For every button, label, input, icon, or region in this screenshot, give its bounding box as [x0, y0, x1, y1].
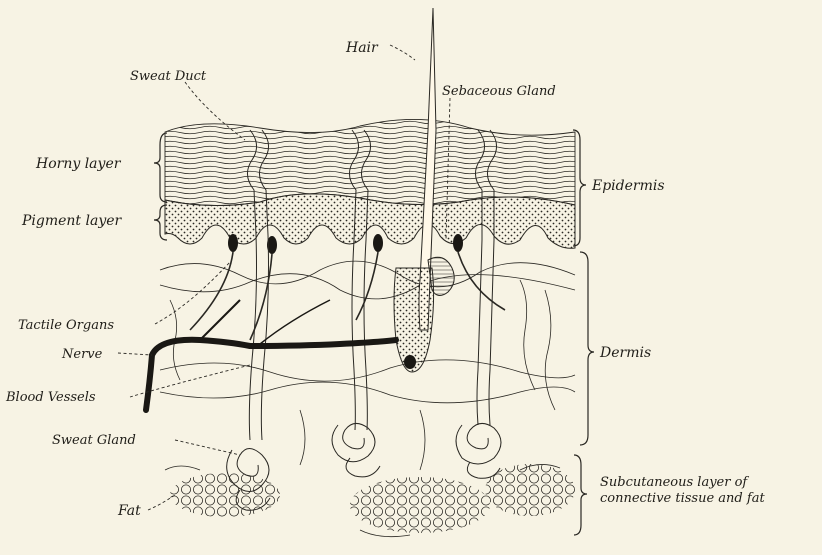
label-tactile-organs: Tactile Organs — [18, 318, 114, 333]
label-dermis: Dermis — [599, 345, 651, 361]
label-pigment-layer: Pigment layer — [21, 213, 123, 229]
label-epidermis: Epidermis — [591, 178, 665, 194]
label-blood-vessels: Blood Vessels — [5, 390, 96, 405]
horny-layer — [165, 119, 575, 205]
label-fat: Fat — [117, 503, 141, 519]
label-subcutaneous-line1: Subcutaneous layer of — [600, 475, 749, 490]
label-subcutaneous-line2: connective tissue and fat — [600, 491, 765, 506]
label-hair: Hair — [345, 40, 379, 56]
label-nerve: Nerve — [61, 347, 103, 362]
right-braces — [573, 130, 594, 535]
label-horny-layer: Horny layer — [35, 156, 122, 172]
label-sweat-gland: Sweat Gland — [52, 433, 136, 448]
label-sweat-duct: Sweat Duct — [130, 69, 207, 84]
label-sebaceous-gland: Sebaceous Gland — [442, 84, 556, 99]
